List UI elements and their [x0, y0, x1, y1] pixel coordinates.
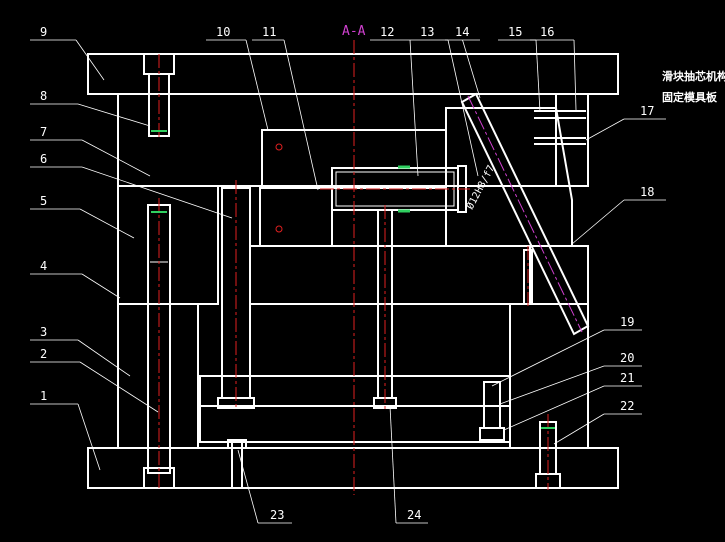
- top-screw: [143, 53, 175, 140]
- part-label-15: 15: [508, 25, 522, 39]
- leader-line-7: [81, 139, 151, 177]
- leader-line-11: [283, 39, 319, 191]
- leader-line-21: [503, 385, 605, 431]
- part-label-12: 12: [380, 25, 394, 39]
- part-label-19: 19: [620, 315, 634, 329]
- leader-line-6: [81, 166, 233, 219]
- leader-line-1: [77, 403, 101, 471]
- locating-pins: [275, 143, 283, 233]
- part-label-20: 20: [620, 351, 634, 365]
- ejection-space: [249, 303, 511, 377]
- section-title: A-A: [342, 24, 366, 39]
- leader-line-10: [245, 39, 269, 131]
- angle-pin: [460, 92, 590, 336]
- stop-block: [479, 381, 505, 441]
- leader-line-13: [447, 39, 479, 177]
- cavity-plate: [117, 93, 589, 305]
- part-label-8: 8: [40, 89, 47, 103]
- leader-line-15: [535, 39, 541, 113]
- leader-line-8: [77, 103, 151, 127]
- leader-line-9: [75, 39, 105, 81]
- part-label-21: 21: [620, 371, 634, 385]
- leader-line-2: [79, 361, 159, 413]
- leader-line-17: [585, 118, 625, 141]
- part-label-7: 7: [40, 125, 47, 139]
- part-label-3: 3: [40, 325, 47, 339]
- part-label-14: 14: [455, 25, 469, 39]
- part-label-10: 10: [216, 25, 230, 39]
- leader-line-19: [491, 329, 605, 387]
- bottom-clamp-plate: [87, 447, 619, 489]
- leader-line-22: [553, 413, 605, 445]
- ejector-plate: [199, 405, 511, 443]
- ejector-plate-screw: [227, 439, 247, 489]
- fit-dimension: Ø12H8/f7: [464, 163, 497, 211]
- limit-pin: [523, 246, 533, 306]
- leader-line-24: [389, 405, 397, 524]
- part-label-11: 11: [262, 25, 276, 39]
- leader-line-18: [571, 199, 625, 245]
- part-label-24: 24: [407, 508, 421, 522]
- part-label-5: 5: [40, 194, 47, 208]
- return-pin: [217, 180, 255, 409]
- part-label-1: 1: [40, 389, 47, 403]
- slider-block: [445, 107, 573, 247]
- leader-line-16: [573, 39, 577, 111]
- ejector-pin: [373, 205, 397, 410]
- bottom-screw: [535, 414, 561, 490]
- guide-pillar: [143, 198, 175, 489]
- locking-bolt: [534, 110, 586, 145]
- leader-line-4: [81, 273, 121, 299]
- part-label-16: 16: [540, 25, 554, 39]
- part-label-13: 13: [420, 25, 434, 39]
- leader-line-12: [409, 39, 419, 177]
- leader-line-23: [237, 449, 259, 524]
- leader-line-3: [77, 339, 131, 377]
- part-label-9: 9: [40, 25, 47, 39]
- part-label-4: 4: [40, 259, 47, 273]
- part-label-17: 17: [640, 104, 654, 118]
- ejector-retainer-plate: [199, 375, 511, 407]
- part-label-2: 2: [40, 347, 47, 361]
- part-label-22: 22: [620, 399, 634, 413]
- leader-line-20: [499, 365, 605, 405]
- note-line-1: 滑块抽芯机构: [662, 69, 725, 83]
- part-label-23: 23: [270, 508, 284, 522]
- seal-marks: [151, 130, 555, 429]
- leader-line-14: [462, 39, 481, 99]
- part-label-18: 18: [640, 185, 654, 199]
- core-pin: [320, 165, 470, 213]
- part-label-6: 6: [40, 152, 47, 166]
- leader-line-5: [79, 208, 135, 239]
- note-line-2: 固定模具板: [662, 90, 718, 104]
